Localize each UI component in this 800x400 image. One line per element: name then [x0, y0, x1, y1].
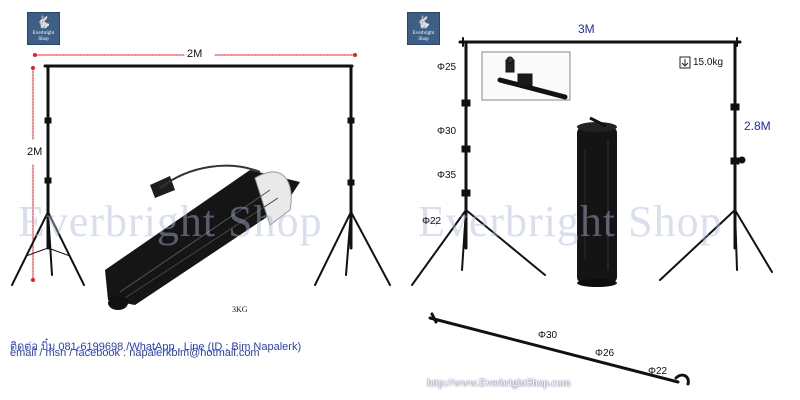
right-height-label: 2.8M — [744, 119, 771, 133]
crossbar-diameter-phi30: Φ30 — [538, 330, 558, 341]
crossbar-diameter-phi26: Φ26 — [595, 348, 615, 359]
max-load-label: 15.0kg — [693, 57, 724, 68]
shop-logo-right: 🐇 Everbright Shop — [407, 12, 440, 45]
diameter-label-phi22: Φ22 — [422, 216, 442, 227]
watermark-left: Everbright Shop — [18, 197, 323, 246]
crossbar-diameter-phi22: Φ22 — [648, 366, 668, 377]
contact-line-1: ติดต่อ บิ๋ม 081-6199698 /WhatApp , Line … — [10, 341, 302, 353]
left-width-label: 2M — [187, 48, 203, 60]
diameter-label-phi25: Φ25 — [437, 62, 457, 73]
diameter-label-phi35: Φ35 — [437, 170, 457, 181]
diameter-label-phi30: Φ30 — [437, 126, 457, 137]
rabbit-icon: 🐇 — [36, 15, 51, 29]
left-height-label: 2M — [27, 146, 43, 158]
bag-weight-label: 3KG — [232, 305, 248, 314]
right-width-label: 3M — [578, 22, 595, 36]
shop-logo-left: 🐇 Everbright Shop — [27, 12, 60, 45]
shop-url: http://www.EverbrightShop.com — [427, 377, 571, 389]
watermark-right: Everbright Shop — [418, 197, 723, 246]
contact-line-2: email / msn / facebook : napalerkbim@hot… — [10, 347, 260, 359]
rabbit-icon: 🐇 — [416, 15, 431, 29]
